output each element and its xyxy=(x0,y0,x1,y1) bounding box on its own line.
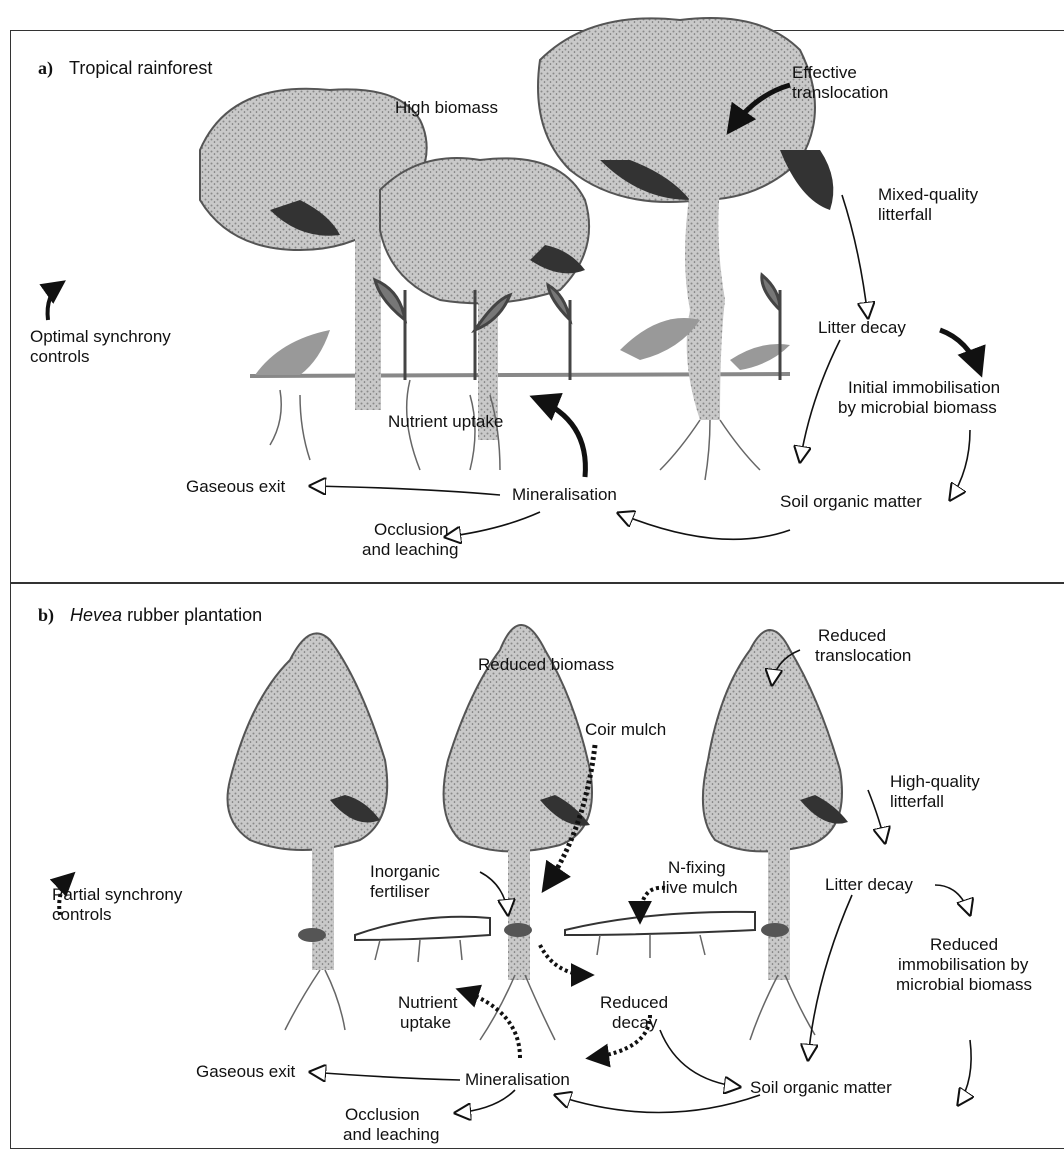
arrow-litterfall-a xyxy=(842,195,868,318)
trunk-left-b xyxy=(312,830,334,970)
trunk-left-a xyxy=(355,220,381,410)
fertiliser-pod-1 xyxy=(298,928,326,942)
arrow-min-to-gas-b xyxy=(310,1072,460,1080)
synchrony-icon-a xyxy=(48,283,62,320)
trunk-middle-b xyxy=(508,830,530,980)
label-synchrony-a-1: Optimal synchrony xyxy=(30,327,171,346)
arrow-min-to-gas-a xyxy=(310,486,500,495)
arrow-decay-to-som-a xyxy=(800,340,840,462)
label-immob-a-2: by microbial biomass xyxy=(838,398,997,417)
label-coir-mulch: Coir mulch xyxy=(585,720,666,739)
label-inorganic-2: fertiliser xyxy=(370,882,430,901)
arrow-decay-to-som-b2 xyxy=(660,1030,740,1087)
arrow-min-to-occ-b xyxy=(455,1090,515,1113)
panel-b-title-italic: Hevea xyxy=(70,605,122,625)
label-inorganic-1: Inorganic xyxy=(370,862,440,881)
label-reduced-decay-2: decay xyxy=(612,1013,657,1032)
label-reduced-decay-1: Reduced xyxy=(600,993,668,1012)
trunk-right-a xyxy=(685,190,725,420)
label-nutrient-uptake-b-1: Nutrient xyxy=(398,993,458,1012)
label-gaseous-exit-a: Gaseous exit xyxy=(186,477,285,496)
label-high-quality-2: litterfall xyxy=(890,792,944,811)
panel-a-title-text: Tropical rainforest xyxy=(69,58,212,78)
label-high-biomass: High biomass xyxy=(395,98,498,117)
label-mixed-2: litterfall xyxy=(878,205,932,224)
label-litter-decay-b: Litter decay xyxy=(825,875,913,894)
label-reduced-transloc-2: translocation xyxy=(815,646,911,665)
label-som-a: Soil organic matter xyxy=(780,492,922,511)
arrow-inorganic-fertiliser xyxy=(480,872,508,915)
arrow-to-immobilisation-a xyxy=(940,330,980,372)
label-nfixing-1: N-fixing xyxy=(668,858,726,877)
panel-a-letter: a) xyxy=(38,58,53,78)
fertiliser-pod-2 xyxy=(504,923,532,937)
label-litter-decay-a: Litter decay xyxy=(818,318,906,337)
arrow-immob-to-som-a xyxy=(950,430,970,500)
label-reduced-transloc-1: Reduced xyxy=(818,626,886,645)
label-reduced-immob-1: Reduced xyxy=(930,935,998,954)
arrow-som-to-min-b xyxy=(555,1095,760,1113)
arrow-immob-to-som-b xyxy=(958,1040,971,1105)
arrow-to-reduced-decay xyxy=(540,945,590,975)
arrow-som-to-min-a xyxy=(618,513,790,539)
label-occlusion-b-2: and leaching xyxy=(343,1125,439,1144)
label-effective-1: Effective xyxy=(792,63,857,82)
label-high-quality-1: High-quality xyxy=(890,772,980,791)
label-synchrony-b-1: Partial synchrony xyxy=(52,885,182,904)
panel-a-arrows xyxy=(48,85,980,539)
understory-a1 xyxy=(255,330,330,375)
label-occlusion-b-1: Occlusion xyxy=(345,1105,420,1124)
arrow-decay-to-som-b xyxy=(808,895,852,1060)
panel-b-title: b) Hevea rubber plantation xyxy=(38,605,262,626)
label-reduced-biomass: Reduced biomass xyxy=(478,655,614,674)
plantation-trees xyxy=(228,625,849,1040)
arrow-decay-to-immob-b xyxy=(935,885,970,915)
label-immob-a-1: Initial immobilisation xyxy=(848,378,1000,397)
canopy-shadow-a4 xyxy=(780,150,833,210)
label-nutrient-uptake-a: Nutrient uptake xyxy=(388,412,503,431)
label-synchrony-a-2: controls xyxy=(30,347,90,366)
label-som-b: Soil organic matter xyxy=(750,1078,892,1097)
fertiliser-pod-3 xyxy=(761,923,789,937)
trunk-right-b xyxy=(768,830,790,980)
panel-a-title: a) Tropical rainforest xyxy=(38,58,212,79)
panel-b-title-text: rubber plantation xyxy=(127,605,262,625)
canopy-right-a xyxy=(538,18,815,202)
label-mixed-1: Mixed-quality xyxy=(878,185,978,204)
arrow-min-to-uptake-a xyxy=(535,398,585,477)
arrow-min-to-occ-a xyxy=(445,512,540,537)
canopy-middle-a xyxy=(380,158,589,303)
label-mineralisation-a: Mineralisation xyxy=(512,485,617,504)
label-occlusion-a-2: and leaching xyxy=(362,540,458,559)
label-mineralisation-b: Mineralisation xyxy=(465,1070,570,1089)
live-mulch-right xyxy=(565,912,755,935)
label-synchrony-b-2: controls xyxy=(52,905,112,924)
live-mulch-left xyxy=(355,917,490,940)
label-nfixing-2: live mulch xyxy=(662,878,738,897)
label-reduced-immob-3: microbial biomass xyxy=(896,975,1032,994)
label-occlusion-a-1: Occlusion xyxy=(374,520,449,539)
panel-b-letter: b) xyxy=(38,605,54,625)
arrow-litterfall-b xyxy=(868,790,885,843)
rainforest-trees xyxy=(200,18,833,480)
label-gaseous-exit-b: Gaseous exit xyxy=(196,1062,295,1081)
label-effective-2: translocation xyxy=(792,83,888,102)
label-nutrient-uptake-b-2: uptake xyxy=(400,1013,451,1032)
label-reduced-immob-2: immobilisation by xyxy=(898,955,1028,974)
